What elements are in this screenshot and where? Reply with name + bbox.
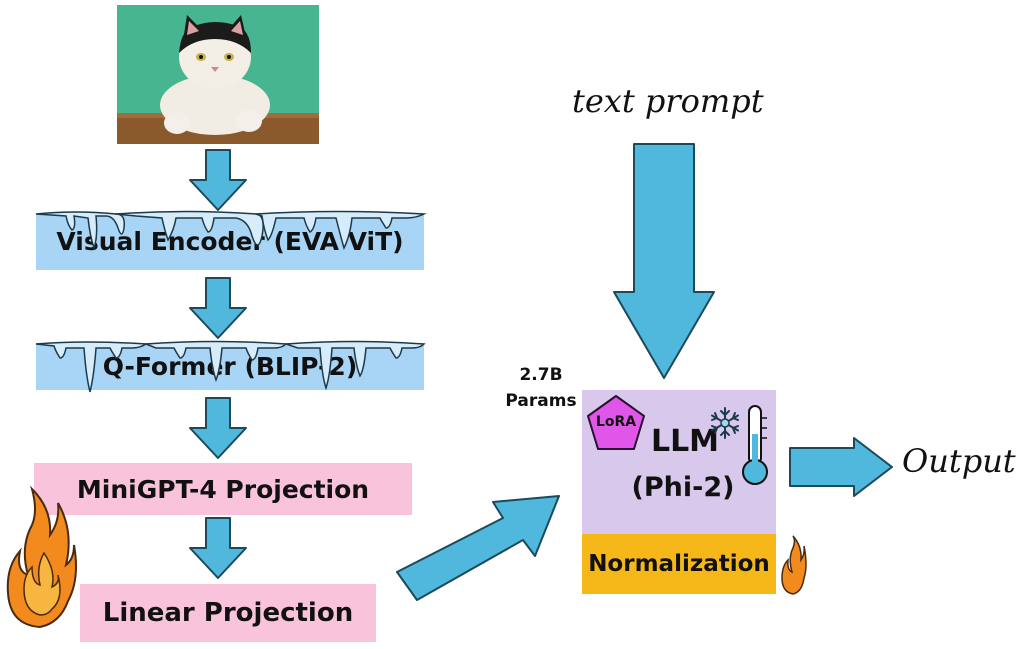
arrow-qformer-to-minigpt xyxy=(189,397,247,459)
output-label: Output xyxy=(902,442,1016,480)
lora-label: LoRA xyxy=(595,414,637,430)
linear-projection-box: Linear Projection xyxy=(80,584,376,642)
cat-image xyxy=(117,5,319,144)
snowflake-icon xyxy=(711,407,739,439)
llm-model-label: (Phi-2) xyxy=(631,472,735,503)
flame-icon xyxy=(6,485,77,629)
ice-icicles-icon xyxy=(35,210,427,251)
arrow-minigpt-to-linear xyxy=(189,517,247,579)
params-label: 2.7B Params xyxy=(505,365,577,411)
arrow-image-to-encoder xyxy=(189,149,247,211)
normalization-label: Normalization xyxy=(588,551,770,577)
minigpt4-projection-box: MiniGPT-4 Projection xyxy=(34,463,412,515)
thermometer-icon xyxy=(742,405,768,485)
text-prompt-label: text prompt xyxy=(572,82,764,120)
ice-icicles-icon xyxy=(35,340,426,393)
arrow-prompt-to-llm xyxy=(613,143,715,379)
flame-icon xyxy=(781,535,807,595)
arrow-llm-to-output xyxy=(789,437,893,497)
llm-label: LLM xyxy=(650,424,720,459)
minigpt4-projection-label: MiniGPT-4 Projection xyxy=(76,474,370,504)
lora-badge-icon xyxy=(587,395,645,450)
arrow-encoder-to-qformer xyxy=(189,277,247,339)
linear-projection-label: Linear Projection xyxy=(102,598,354,628)
arrow-linear-to-llm xyxy=(396,495,560,601)
qformer-label: Q-Former (BLIP-2) xyxy=(102,352,358,381)
normalization-box: Normalization xyxy=(582,534,776,594)
